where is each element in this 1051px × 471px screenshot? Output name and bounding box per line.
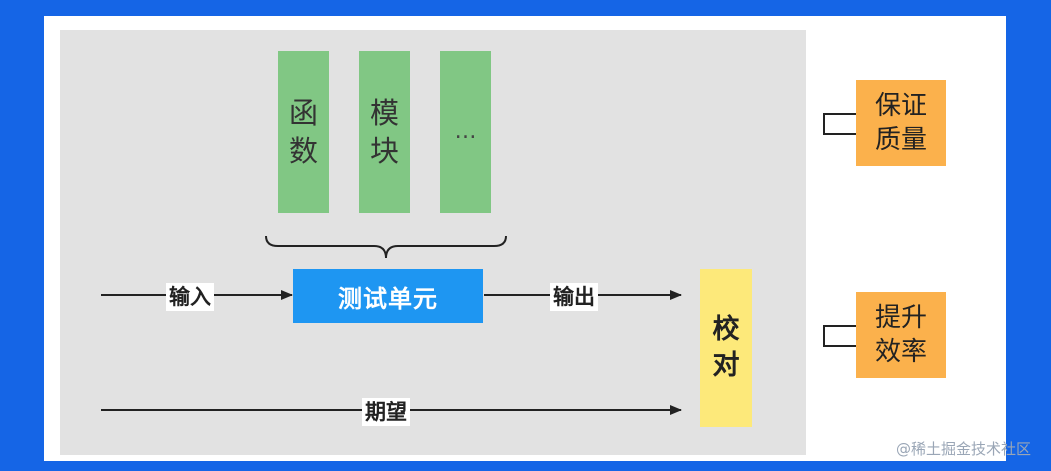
component-more-block: … bbox=[440, 51, 491, 213]
outcome-quality-label: 保证质量 bbox=[874, 91, 927, 155]
test-unit-box: 测试单元 bbox=[293, 269, 483, 323]
grouping-brace bbox=[265, 235, 507, 259]
outcome-quality-block: 保证质量 bbox=[856, 80, 946, 166]
component-function-label: 函数 bbox=[288, 96, 318, 168]
component-more-label: … bbox=[454, 119, 477, 144]
component-module-block: 模块 bbox=[359, 51, 410, 213]
test-process-panel bbox=[60, 30, 806, 455]
component-module-label: 模块 bbox=[369, 96, 399, 168]
check-label: 校对 bbox=[712, 314, 740, 381]
test-unit-label: 测试单元 bbox=[338, 284, 438, 313]
check-block: 校对 bbox=[700, 269, 752, 427]
watermark: @稀土掘金技术社区 bbox=[895, 440, 1031, 458]
outcome-efficiency-block: 提升效率 bbox=[856, 292, 946, 378]
component-function-block: 函数 bbox=[278, 51, 329, 213]
input-label: 输入 bbox=[166, 283, 214, 311]
diagram-canvas bbox=[44, 16, 1006, 461]
outcome-efficiency-label: 提升效率 bbox=[874, 303, 927, 367]
output-label: 输出 bbox=[550, 283, 598, 311]
expected-label: 期望 bbox=[362, 398, 410, 426]
